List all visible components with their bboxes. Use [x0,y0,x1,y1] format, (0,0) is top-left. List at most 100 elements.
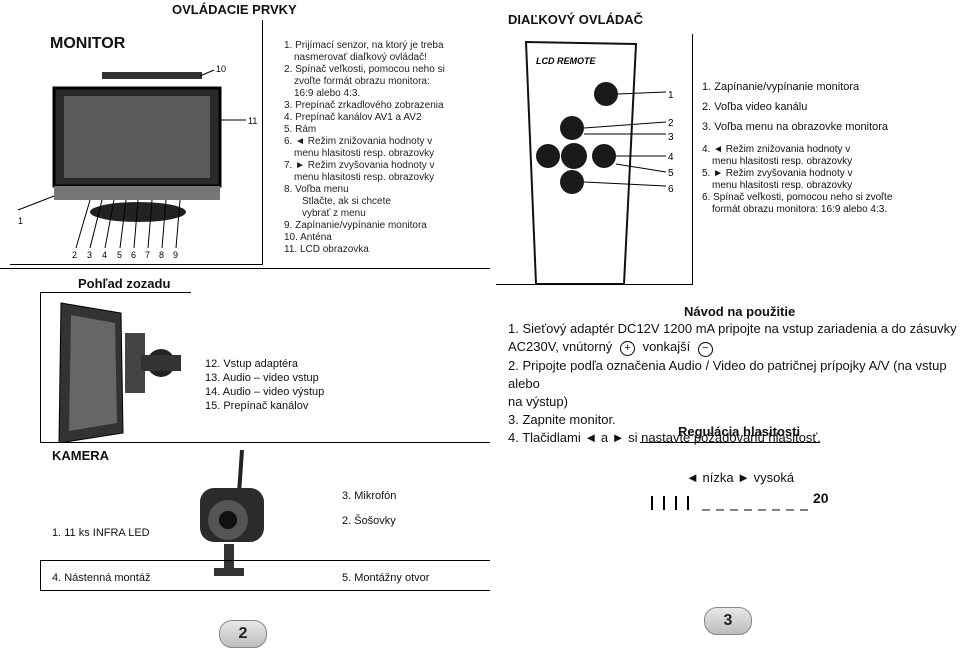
callout-9: 9 [173,250,178,260]
callout-1: 1 [18,216,23,226]
usage-line: 3. Zapnite monitor. [508,412,616,427]
controls-line: zvoľte formát obrazu monitora: [294,76,430,87]
remote-item: 4. ◄ Režim znižovania hodnoty v [702,144,851,155]
page-number-right: 3 [704,607,752,635]
controls-line: menu hlasitosti resp. obrazovky [294,148,435,159]
side-view-item: 15. Prepínač kanálov [205,400,309,412]
callout-11: 11 [248,116,257,126]
camera-mic: 3. Mikrofón [342,490,397,502]
side-view-item: 12. Vstup adaptéra [205,358,298,370]
remote-item: menu hlasitosti resp. obrazovky [712,180,853,191]
remote-callout-5: 5 [668,168,674,179]
camera-led: 1. 11 ks INFRA LED [52,527,150,539]
controls-line: 9. Zapínanie/vypínanie monitora [284,220,427,231]
volume-bar-drawing [651,496,810,511]
callout-4: 4 [102,250,107,260]
page-number-left: 2 [219,620,267,648]
callout-8: 8 [159,250,164,260]
remote-callout-3: 3 [668,132,674,143]
remote-item: 1. Zapínanie/vypínanie monitora [702,81,860,93]
camera-title: KAMERA [52,448,110,463]
volume-label: ◄ nízka ► vysoká [686,470,795,485]
divider [40,560,41,590]
monitor-label: MONITOR [50,35,126,52]
controls-line: vybrať z menu [302,208,366,219]
monitor-lcd [64,96,210,178]
divider [0,268,490,269]
remote-item: formát obrazu monitora: 16:9 alebo 4:3. [712,204,888,215]
remote-callout-4: 4 [668,152,674,163]
side-view-title: Pohľad zozadu [78,276,171,291]
monitor-figure: MONITOR 10 11 1 2 3 4 5 6 7 8 9 [10,20,263,265]
controls-line: 8. Voľba menu [284,184,349,195]
divider [640,442,820,443]
controls-line: 4. Prepínač kanálov AV1 a AV2 [284,112,422,123]
usage-title: Návod na použitie [684,304,796,319]
side-view-figure [40,292,191,444]
callout-3: 3 [87,250,92,260]
usage-inner: AC230V, vnútorný [508,339,613,354]
controls-line: menu hlasitosti resp. obrazovky [294,172,435,183]
controls-line: 1. Prijímací senzor, na ktorý je treba [284,40,444,51]
camera-drawing [200,449,264,576]
controls-line: 10. Anténa [284,232,332,243]
minus-icon: − [697,342,713,357]
remote-item: 5. ► Režim zvyšovania hodnoty v [702,168,853,179]
usage-line: na výstup) [508,394,568,409]
divider [40,560,490,561]
remote-callout-1: 1 [668,90,674,101]
remote-item: 6. Spínač veľkosti, pomocou neho si zvoľ… [702,192,893,203]
controls-line: Stlačte, ak si chcete [302,196,391,207]
controls-line: 6. ◄ Režim znižovania hodnoty v [284,136,433,147]
side-view-drawing [58,302,181,444]
remote-label: LCD REMOTE [536,56,596,66]
callout-10: 10 [216,64,226,74]
controls-line: nasmerovať diaľkový ovládač! [294,52,427,63]
remote-item: 3. Voľba menu na obrazovke monitora [702,121,889,133]
remote-title: DIAĽKOVÝ OVLÁDAČ [508,12,644,27]
usage-outer: vonkajší [642,339,691,354]
controls-line: 2. Spínač veľkosti, pomocou neho si [284,64,445,75]
camera-figure [180,448,280,588]
callout-6: 6 [131,250,136,260]
camera-hole: 5. Montážny otvor [342,572,430,584]
usage-line: 1. Sieťový adaptér DC12V 1200 mA pripojt… [508,321,957,336]
usage-line: 2. Pripojte podľa označenia Audio / Vide… [508,358,947,391]
side-view-item: 13. Audio – video vstup [205,372,319,384]
monitor-antenna [102,72,202,79]
controls-title: OVLÁDACIE PRVKY [172,2,297,17]
camera-mount: 4. Nástenná montáž [52,572,151,584]
volume-max: 20 [813,490,829,506]
controls-line: 3. Prepínač zrkadlového zobrazenia [284,100,444,111]
usage-line: 4. Tlačidlami ◄ a ► si nastavte požadova… [508,430,821,445]
callout-5: 5 [117,250,122,260]
volume-title: Regulácia hlasitosti [678,424,801,439]
divider [40,590,490,591]
callout-7: 7 [145,250,150,260]
controls-line: 7. ► Režim zvyšovania hodnoty v [284,160,435,171]
remote-item: 2. Voľba video kanálu [702,101,808,113]
monitor-frame [54,186,220,200]
remote-callout-6: 6 [668,184,674,195]
divider [40,442,490,443]
usage-line-power: AC230V, vnútorný + vonkajší − [508,338,958,357]
usage-list: 1. Sieťový adaptér DC12V 1200 mA pripojt… [508,320,958,447]
side-view-list: 12. Vstup adaptéra 13. Audio – video vst… [205,357,324,413]
controls-line: 5. Rám [284,124,317,135]
monitor-drawing: MONITOR 10 11 1 2 3 4 5 6 7 8 9 [17,35,257,260]
camera-lens: 2. Šošovky [342,515,396,527]
callout-2: 2 [72,250,77,260]
remote-list: 1. Zapínanie/vypínanie monitora 2. Voľba… [702,77,888,137]
monitor-stand [90,202,186,222]
remote-list-small: 4. ◄ Režim znižovania hodnoty v menu hla… [702,144,892,216]
controls-line: 11. LCD obrazovka [284,244,369,255]
remote-drawing: LCD REMOTE 1 2 3 4 5 6 [524,40,674,285]
controls-line: 16:9 alebo 4:3. [294,88,361,99]
plus-icon: + [619,341,635,356]
remote-callout-2: 2 [668,118,674,129]
remote-item: menu hlasitosti resp. obrazovky [712,156,853,167]
remote-figure: LCD REMOTE 1 2 3 4 5 6 [496,34,693,285]
volume-bar [650,492,830,512]
controls-list: 1. Prijímací senzor, na ktorý je treba n… [284,40,445,256]
side-view-item: 14. Audio – video výstup [205,386,325,398]
